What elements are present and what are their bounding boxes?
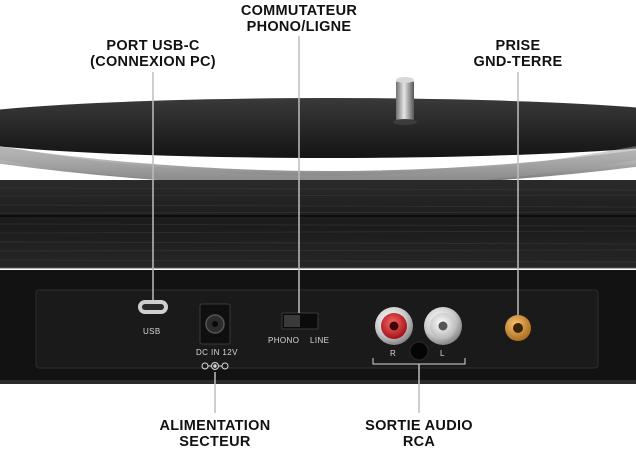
rca-left-jack[interactable] [424,307,462,345]
callout-usb-line1: PORT USB-C [106,38,200,54]
callout-ground-line2: GND-TERRE [473,54,563,70]
platter-surface [0,98,636,158]
callout-power-line2: SECTEUR [179,434,251,450]
phono-line-switch[interactable] [281,312,319,330]
plinth-wood [0,180,636,268]
dc-in-label: DC IN 12V [196,348,238,357]
dc-power-jack[interactable] [199,303,231,345]
callout-switch-line2: PHONO/LIGNE [246,19,352,35]
callout-power: ALIMENTATION SECTEUR [135,418,295,450]
usb-c-port[interactable] [138,300,168,314]
rca-ground-post [409,341,429,361]
phono-label: PHONO [268,336,300,345]
callout-lines [152,36,519,413]
rca-right-jack[interactable] [375,307,413,345]
callout-audio-line1: SORTIE AUDIO [365,418,473,434]
callout-phono-line: COMMUTATEUR PHONO/LIGNE [219,3,379,35]
callout-usb-c: PORT USB-C (CONNEXION PC) [73,38,233,70]
rca-r-label: R [390,349,397,358]
dc-polarity-icon [201,362,229,370]
callout-usb-line2: (CONNEXION PC) [90,54,216,70]
rca-l-label: L [440,349,445,358]
callout-ground: PRISE GND-TERRE [448,38,588,70]
callout-power-line1: ALIMENTATION [159,418,271,434]
usb-label: USB [143,327,161,336]
ground-terminal[interactable] [505,315,531,341]
line-label: LINE [310,336,330,345]
callout-ground-line1: PRISE [495,38,541,54]
callout-audio-line2: RCA [402,434,436,450]
spindle [393,77,417,125]
callout-switch-line1: COMMUTATEUR [240,3,358,19]
callout-rca-out: SORTIE AUDIO RCA [339,418,499,450]
